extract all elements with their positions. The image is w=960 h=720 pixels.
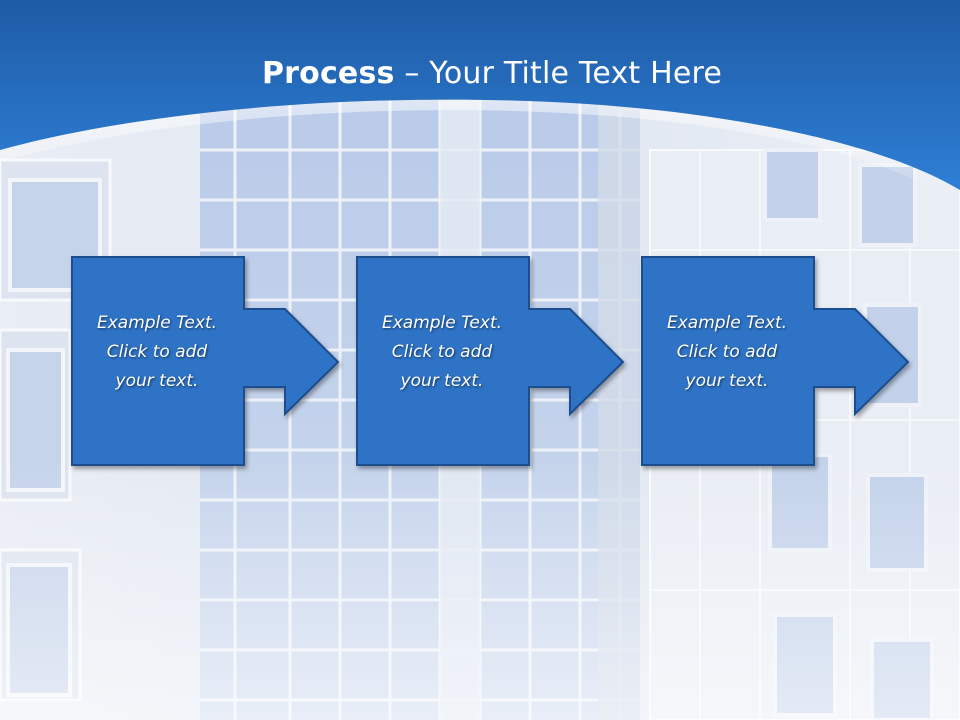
step-text-line: your text. xyxy=(685,371,769,391)
step-text-line: Click to add xyxy=(391,342,493,362)
step-text-line: Click to add xyxy=(106,342,208,362)
step-text-line: Click to add xyxy=(676,342,778,362)
process-step-3[interactable]: Example Text. Click to add your text. xyxy=(641,256,942,467)
step-text[interactable]: Example Text. Click to add your text. xyxy=(72,309,242,396)
step-text[interactable]: Example Text. Click to add your text. xyxy=(642,309,812,396)
slide-title[interactable]: Process – Your Title Text Here xyxy=(0,52,960,96)
step-text-line: Example Text. xyxy=(666,313,788,333)
step-text-line: Example Text. xyxy=(381,313,503,333)
step-text[interactable]: Example Text. Click to add your text. xyxy=(357,309,527,396)
step-text-line: Example Text. xyxy=(96,313,218,333)
process-step-1[interactable]: Example Text. Click to add your text. xyxy=(71,256,372,467)
step-text-line: your text. xyxy=(400,371,484,391)
arrow-callout-shape xyxy=(641,256,910,466)
title-text: Your Title Text Here xyxy=(429,56,723,91)
process-step-2[interactable]: Example Text. Click to add your text. xyxy=(356,256,657,467)
title-bold-text: Process xyxy=(261,56,395,91)
title-separator: – xyxy=(394,56,430,91)
step-text-line: your text. xyxy=(115,371,199,391)
arrow-callout-shape xyxy=(71,256,340,466)
title-banner xyxy=(0,0,960,200)
arrow-callout-shape xyxy=(356,256,625,466)
